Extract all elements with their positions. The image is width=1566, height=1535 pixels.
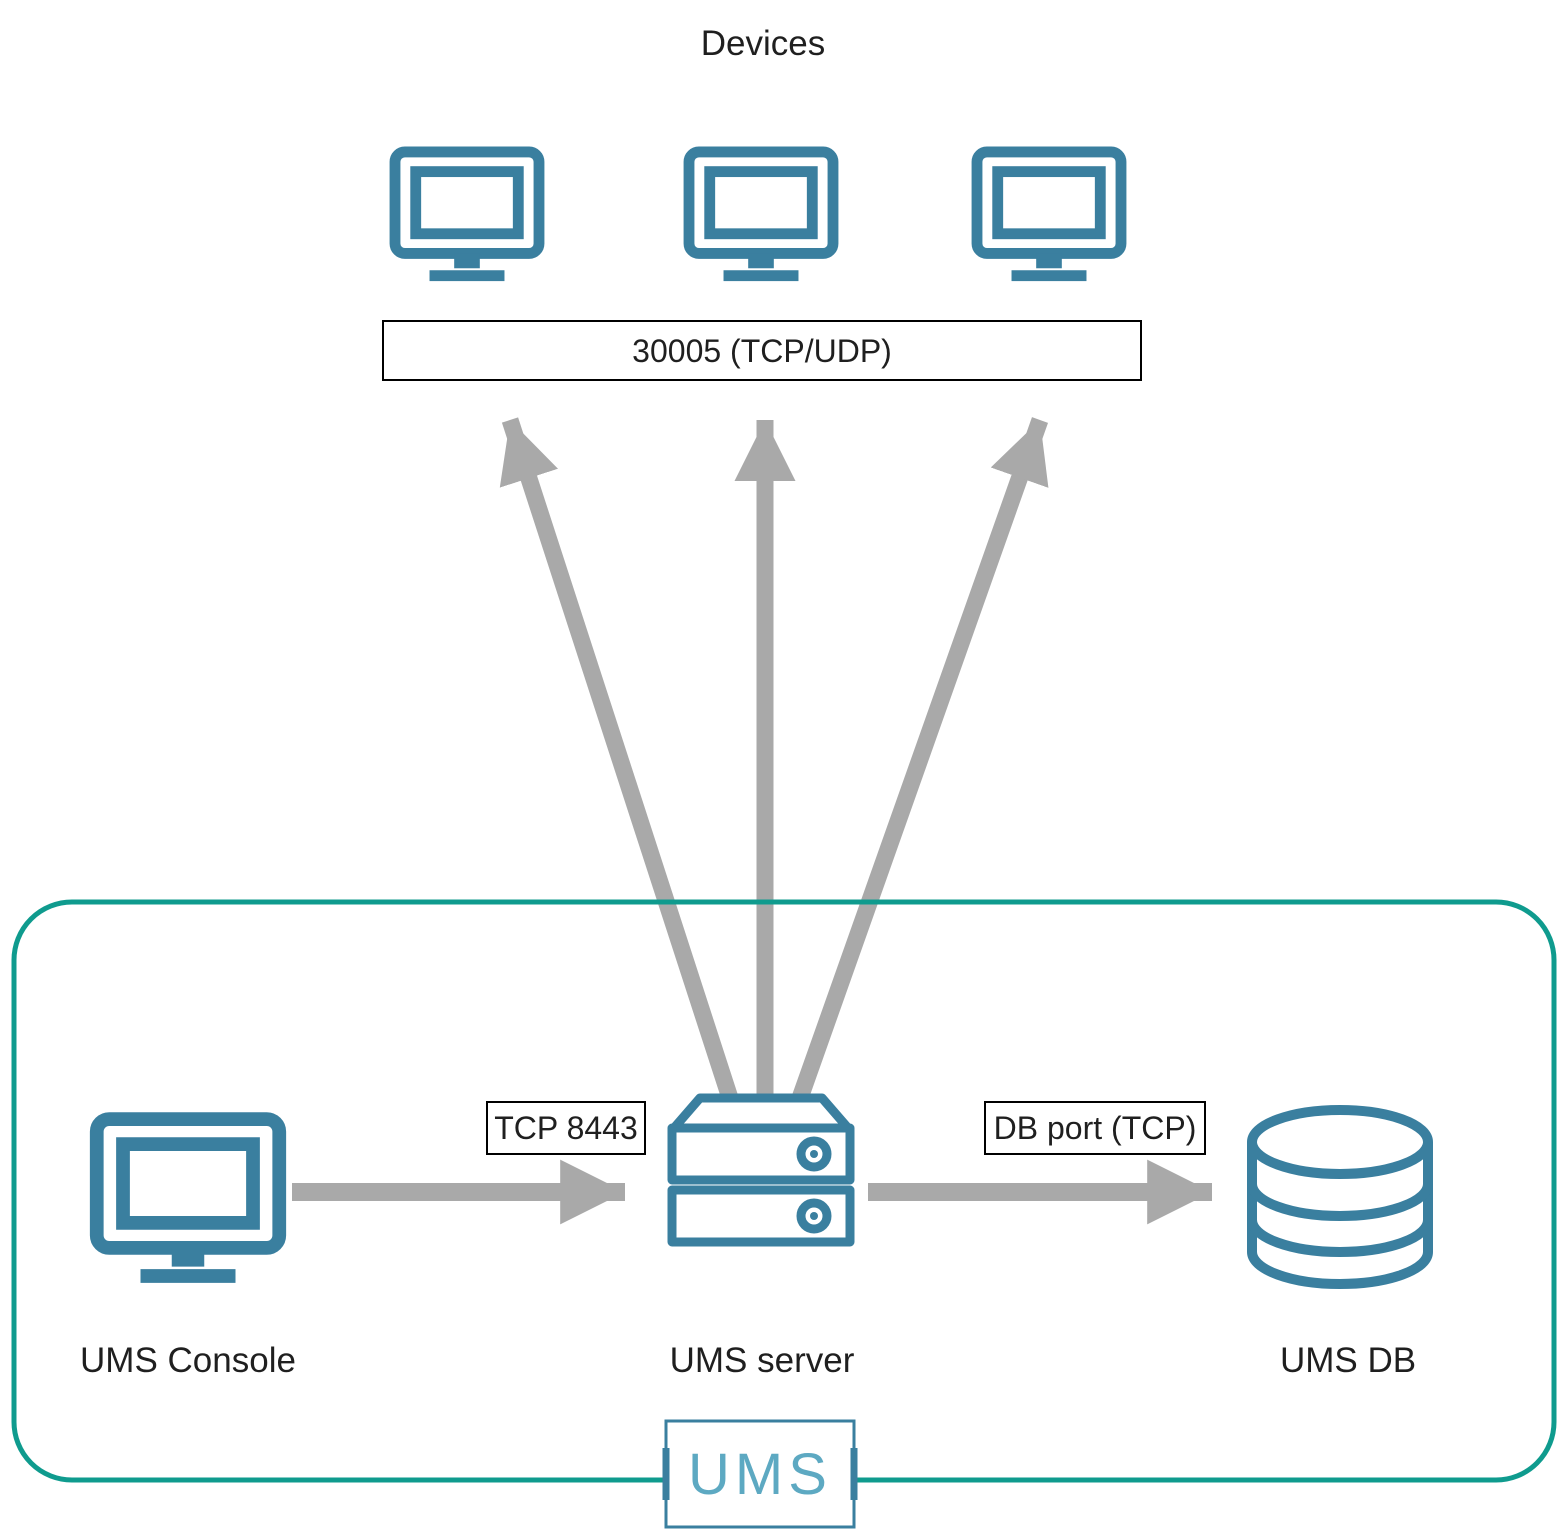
port-box-dbport: DB port (TCP) [984,1101,1206,1155]
device-monitor-icon-3 [977,152,1121,281]
device-monitor-icon-2 [689,152,833,281]
ums-logo-text: UMS [688,1442,832,1507]
arrow-server-to-device-right [791,417,1049,1101]
devices-title: Devices [701,24,825,63]
port-box-dbport-label: DB port (TCP) [994,1110,1197,1146]
arrow-server-to-device-left [499,417,739,1101]
ums-server-icon [667,1093,855,1247]
port-box-tcp8443-label: TCP 8443 [494,1110,638,1146]
port-box-30005-label: 30005 (TCP/UDP) [632,333,892,369]
ums-db-label: UMS DB [1280,1341,1416,1380]
port-box-tcp8443: TCP 8443 [486,1101,646,1155]
port-box-30005: 30005 (TCP/UDP) [382,320,1142,381]
ums-logo-box: UMS [662,1419,858,1529]
ums-db-icon [1247,1105,1433,1289]
ums-console-label: UMS Console [80,1341,296,1380]
ums-console-icon [97,1119,280,1283]
ums-server-label: UMS server [670,1341,855,1380]
device-monitor-icon-1 [395,152,539,281]
